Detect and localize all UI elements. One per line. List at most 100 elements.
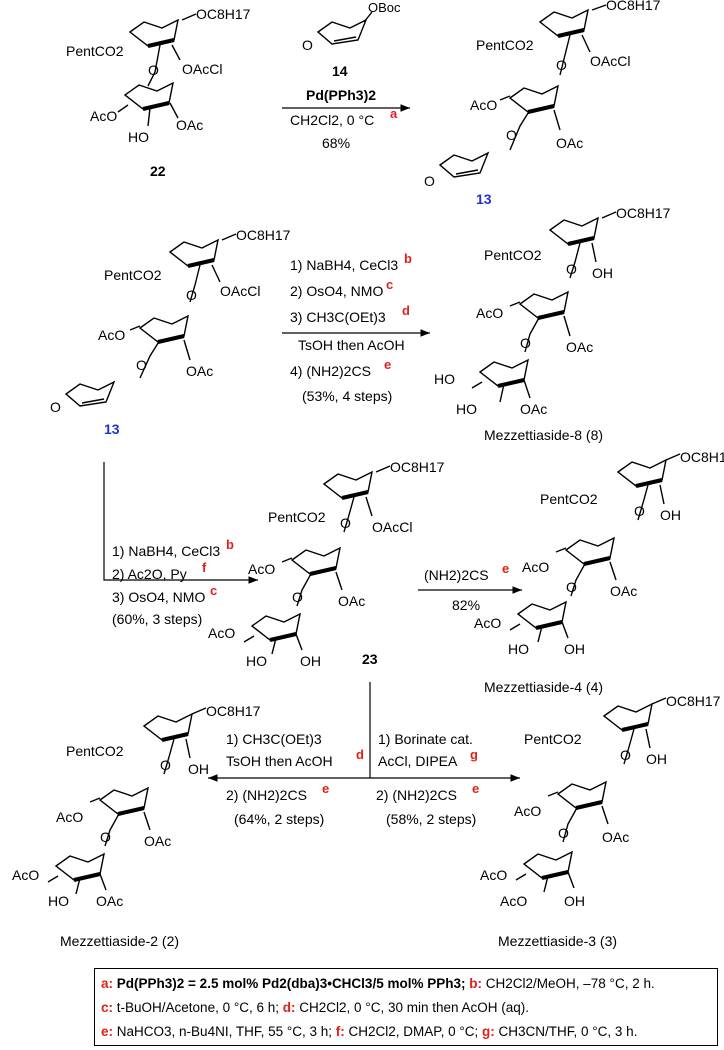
step3-line1: 1) NaBH4, CeCl3	[112, 543, 220, 559]
footnotes-box: a: Pd(PPh3)2 = 2.5 mol% Pd2(dba)3•CHCl3/…	[94, 968, 718, 1046]
aco-label-3: AcO	[500, 893, 527, 909]
step2-yield: (53%, 4 steps)	[302, 388, 392, 404]
step2-note-e: e	[384, 357, 391, 372]
o-linker-label: O	[186, 287, 197, 303]
step3-line3: 3) OsO4, NMO	[112, 589, 205, 605]
step6-line3: 2) (NH2)2CS	[376, 787, 457, 803]
aco-label-2: AcO	[208, 625, 235, 641]
step6-note-e: e	[472, 781, 479, 796]
step5-line2: TsOH then AcOH	[226, 753, 333, 769]
aco-label: AcO	[470, 97, 497, 113]
aco-label: AcO	[248, 561, 275, 577]
compound-13-top-number: 13	[476, 191, 492, 207]
oac-label-2: OAc	[96, 893, 123, 909]
pentco2-label: PentCO2	[484, 247, 542, 263]
mezzettiaside-2-structure: OC8H17 PentCO2 OH O AcO OAc O AcO HO OAc	[12, 703, 261, 909]
mezzettiaside-3-label: Mezzettiaside-3 (3)	[498, 933, 617, 949]
step4-reagent: (NH2)2CS	[424, 567, 489, 583]
step5-yield: (64%, 2 steps)	[234, 811, 324, 827]
step3-note-f: f	[202, 560, 207, 575]
ketone-o-label: O	[302, 37, 313, 53]
compound-14-structure: OBoc O	[302, 0, 401, 53]
compound-23-structure: OC8H17 PentCO2 OAcCl O AcO OAc O AcO HO …	[208, 459, 445, 669]
oh-label: OH	[592, 265, 613, 281]
aco-label: AcO	[476, 305, 503, 321]
aco-label: AcO	[56, 809, 83, 825]
o-linker-label: O	[634, 503, 645, 519]
oac-label: OAc	[144, 833, 171, 849]
oh-label-2: OH	[564, 641, 585, 657]
compound-23-number: 23	[362, 651, 378, 667]
step1-note: a	[390, 106, 398, 121]
step3-arrow	[103, 462, 258, 584]
pentco2-label: PentCO2	[524, 731, 582, 747]
oac-label: OAc	[610, 583, 637, 599]
step5-line3: 2) (NH2)2CS	[226, 787, 307, 803]
o-linker-label: O	[556, 57, 567, 73]
oh-label: OH	[300, 653, 321, 669]
step5-note-e: e	[322, 781, 329, 796]
step2-line2: 2) OsO4, NMO	[290, 283, 383, 299]
oh-label: OH	[188, 761, 209, 777]
oac-label: OAc	[556, 135, 583, 151]
step3-note-b: b	[226, 537, 234, 552]
step6-line2: AcCl, DIPEA	[378, 753, 458, 769]
step1-reagent: Pd(PPh3)2	[306, 87, 376, 103]
oac-label: OAc	[338, 593, 365, 609]
ho-label-2: HO	[456, 401, 477, 417]
o-linker-label: O	[160, 757, 171, 773]
oc8h17-label: OC8H17	[236, 227, 291, 243]
compound-14-number: 14	[332, 63, 348, 79]
step2-line5: 4) (NH2)2CS	[290, 363, 371, 379]
o-linker-label: O	[620, 747, 631, 763]
oh-label: OH	[660, 507, 681, 523]
ho-label: HO	[48, 893, 69, 909]
pentco2-label: PentCO2	[66, 43, 124, 59]
oaccl-label: OAcCl	[372, 519, 412, 535]
step5-note-d: d	[356, 747, 364, 762]
compound-13-mid-number: 13	[104, 421, 120, 437]
step4-note-e: e	[502, 561, 509, 576]
footnote-b-key: b:	[469, 976, 482, 991]
o-linker-label: O	[292, 589, 303, 605]
footnote-line-2: c: t-BuOH/Acetone, 0 °C, 6 h; d: CH2Cl2,…	[101, 996, 711, 1020]
ketone-o-label: O	[424, 173, 435, 189]
aco-label: AcO	[90, 108, 117, 124]
step1-conditions: CH2Cl2, 0 °C	[290, 112, 374, 128]
oc8h17-label: OC8H17	[680, 449, 724, 465]
mezzettiaside-8-structure: OC8H17 PentCO2 OH O AcO OAc O HO HO OAc	[434, 205, 671, 417]
step6-line1: 1) Borinate cat.	[378, 731, 473, 747]
pentco2-label: PentCO2	[66, 743, 124, 759]
step6-note-g: g	[470, 747, 478, 762]
step2-line1: 1) NaBH4, CeCl3	[290, 257, 398, 273]
pentco2-label: PentCO2	[268, 509, 326, 525]
footnote-e-text: NaHCO3, n-Bu4NI, THF, 55 °C, 3 h;	[116, 1024, 333, 1039]
step6-yield: (58%, 2 steps)	[386, 811, 476, 827]
step2-line4: TsOH then AcOH	[298, 337, 405, 353]
footnote-d-key: d:	[282, 1000, 296, 1015]
oac-label-2: OAc	[520, 401, 547, 417]
oaccl-label: OAcCl	[590, 53, 630, 69]
o-linker-label: O	[520, 335, 531, 351]
oc8h17-label: OC8H17	[606, 0, 661, 13]
footnote-b-text: CH2Cl2/MeOH, –78 °C, 2 h.	[485, 976, 655, 991]
aco-label-2: AcO	[474, 615, 501, 631]
oh-label-2: OH	[564, 893, 585, 909]
footnote-f-key: f:	[335, 1024, 345, 1039]
oac-label: OAc	[186, 363, 213, 379]
pentco2-label: PentCO2	[540, 491, 598, 507]
aco-label: AcO	[514, 803, 541, 819]
step2-note-b: b	[404, 251, 412, 266]
step1-yield: 68%	[322, 135, 350, 151]
ho-label: HO	[128, 129, 149, 145]
footnote-d-text: CH2Cl2, 0 °C, 30 min then AcOH (aq).	[299, 1000, 530, 1015]
o-linker-label: O	[100, 829, 111, 845]
footnote-c-text: t-BuOH/Acetone, 0 °C, 6 h;	[116, 1000, 280, 1015]
oc8h17-label: OC8H17	[196, 6, 251, 22]
ho-label: HO	[246, 653, 267, 669]
step3-line2: 2) Ac2O, Py	[112, 566, 187, 582]
ketone-o-label: O	[50, 399, 61, 415]
footnote-e-key: e:	[101, 1024, 114, 1039]
aco-label-2: AcO	[12, 867, 39, 883]
